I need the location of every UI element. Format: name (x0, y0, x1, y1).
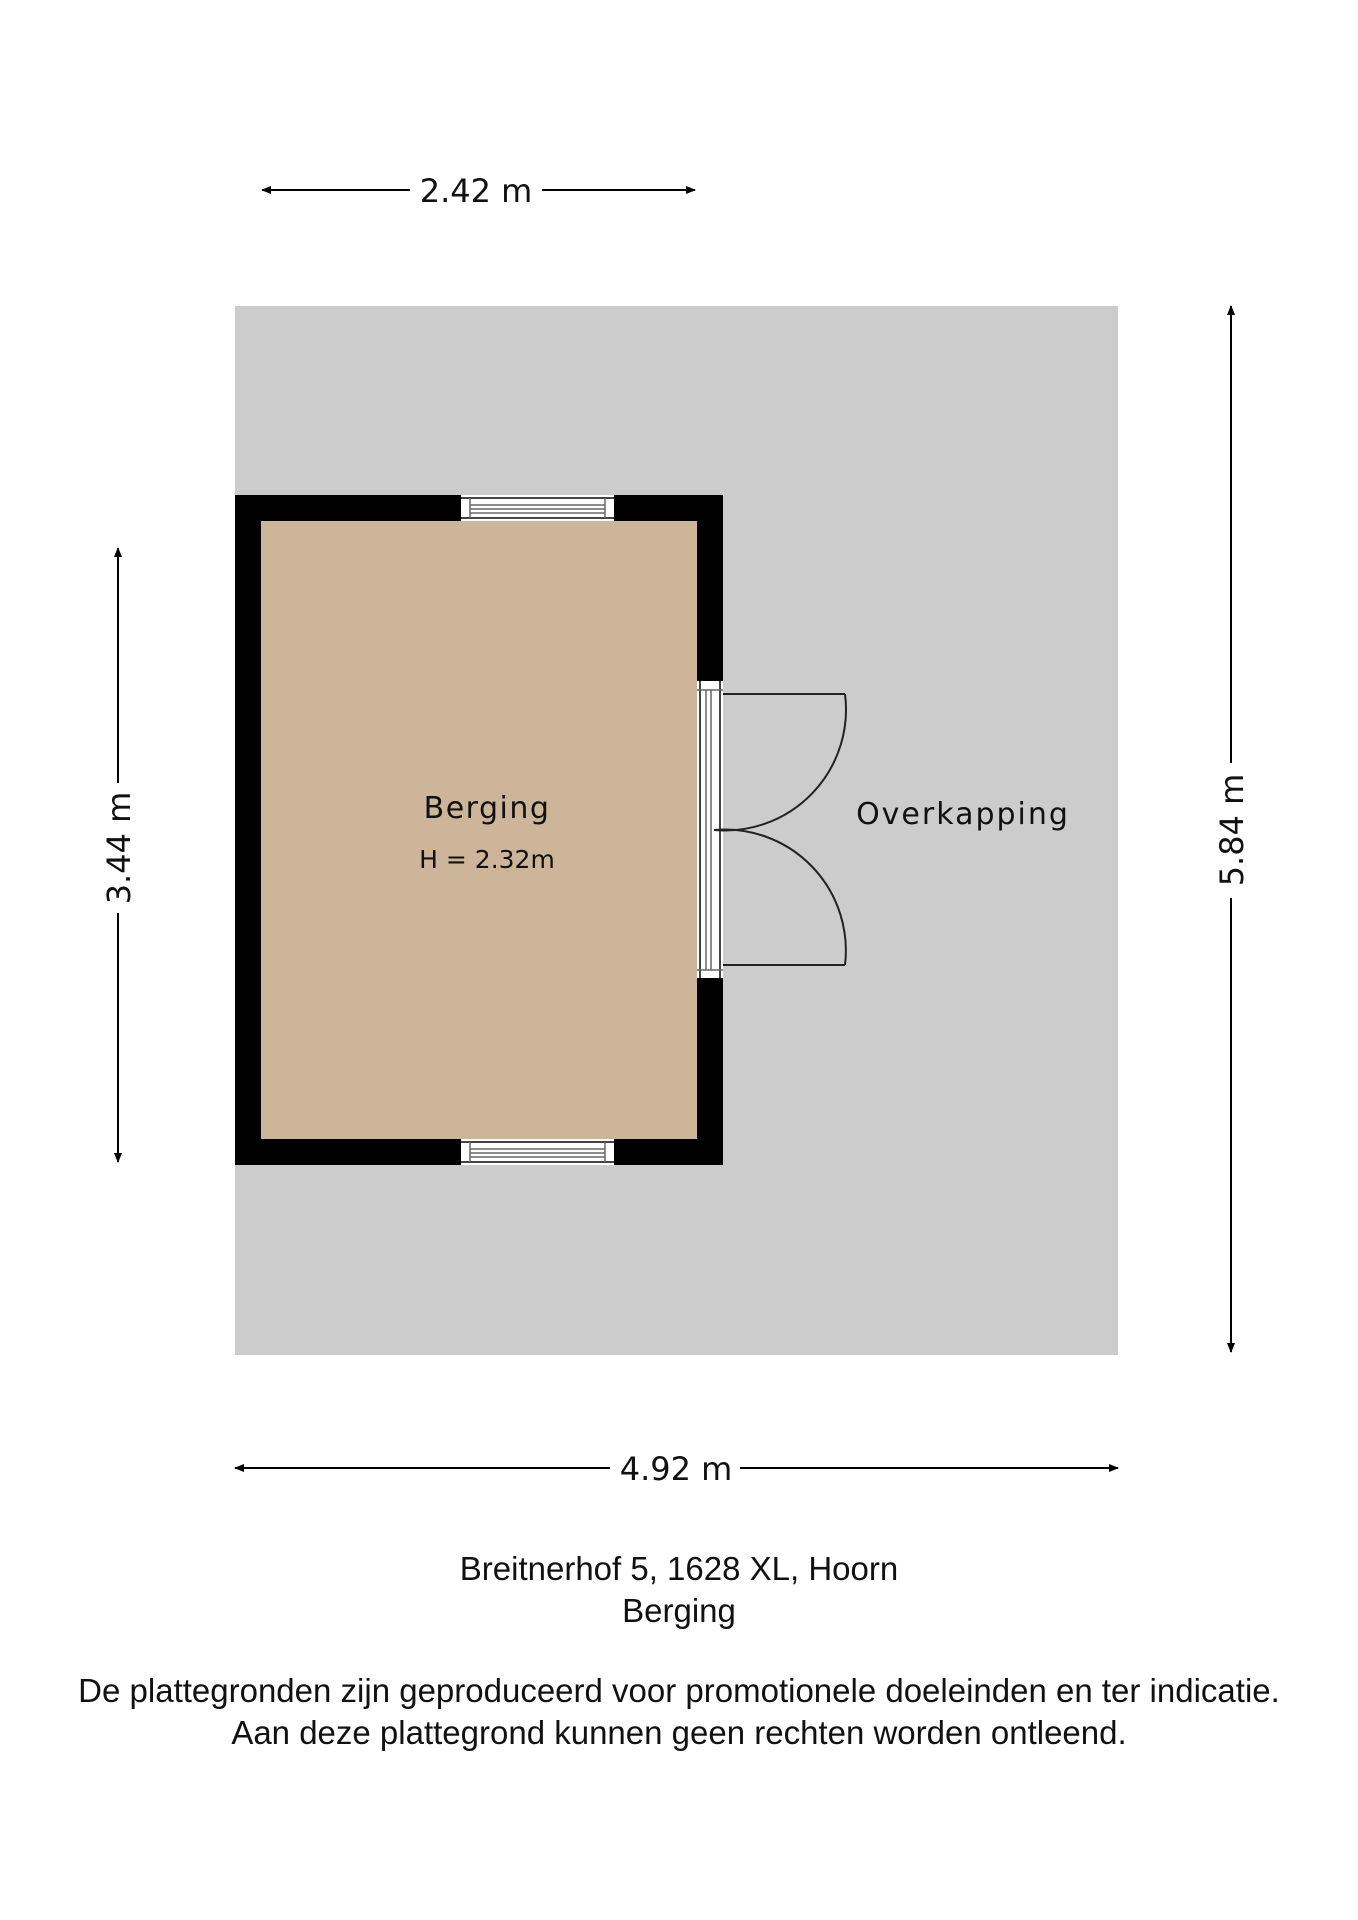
dimension-bottom-label: 4.92 m (620, 1450, 733, 1488)
dimension-top: 2.42 m (261, 172, 696, 210)
bottom-window (461, 1139, 614, 1165)
berging-height-label: H = 2.32m (419, 845, 555, 874)
dimension-top-label: 2.42 m (420, 172, 533, 210)
double-door (697, 681, 847, 978)
berging-floor (261, 521, 697, 1139)
address-line: Breitnerhof 5, 1628 XL, Hoorn (459, 1550, 899, 1587)
disclaimer-line-1: De plattegronden zijn geproduceerd voor … (78, 1672, 1280, 1709)
floor-name: Berging (622, 1592, 736, 1629)
berging-label: Berging (424, 791, 551, 826)
dimension-left: 3.44 m (100, 547, 138, 1163)
top-window (461, 495, 614, 521)
disclaimer-line-2: Aan deze plattegrond kunnen geen rechten… (231, 1714, 1127, 1751)
dimension-right-label: 5.84 m (1213, 774, 1251, 887)
address-block: Breitnerhof 5, 1628 XL, Hoorn Berging (0, 1548, 1358, 1632)
overkapping-label: Overkapping (856, 797, 1070, 832)
dimension-left-label: 3.44 m (100, 792, 138, 905)
dimension-right: 5.84 m (1213, 305, 1251, 1353)
disclaimer-block: De plattegronden zijn geproduceerd voor … (0, 1670, 1358, 1754)
dimension-bottom: 4.92 m (234, 1450, 1119, 1488)
